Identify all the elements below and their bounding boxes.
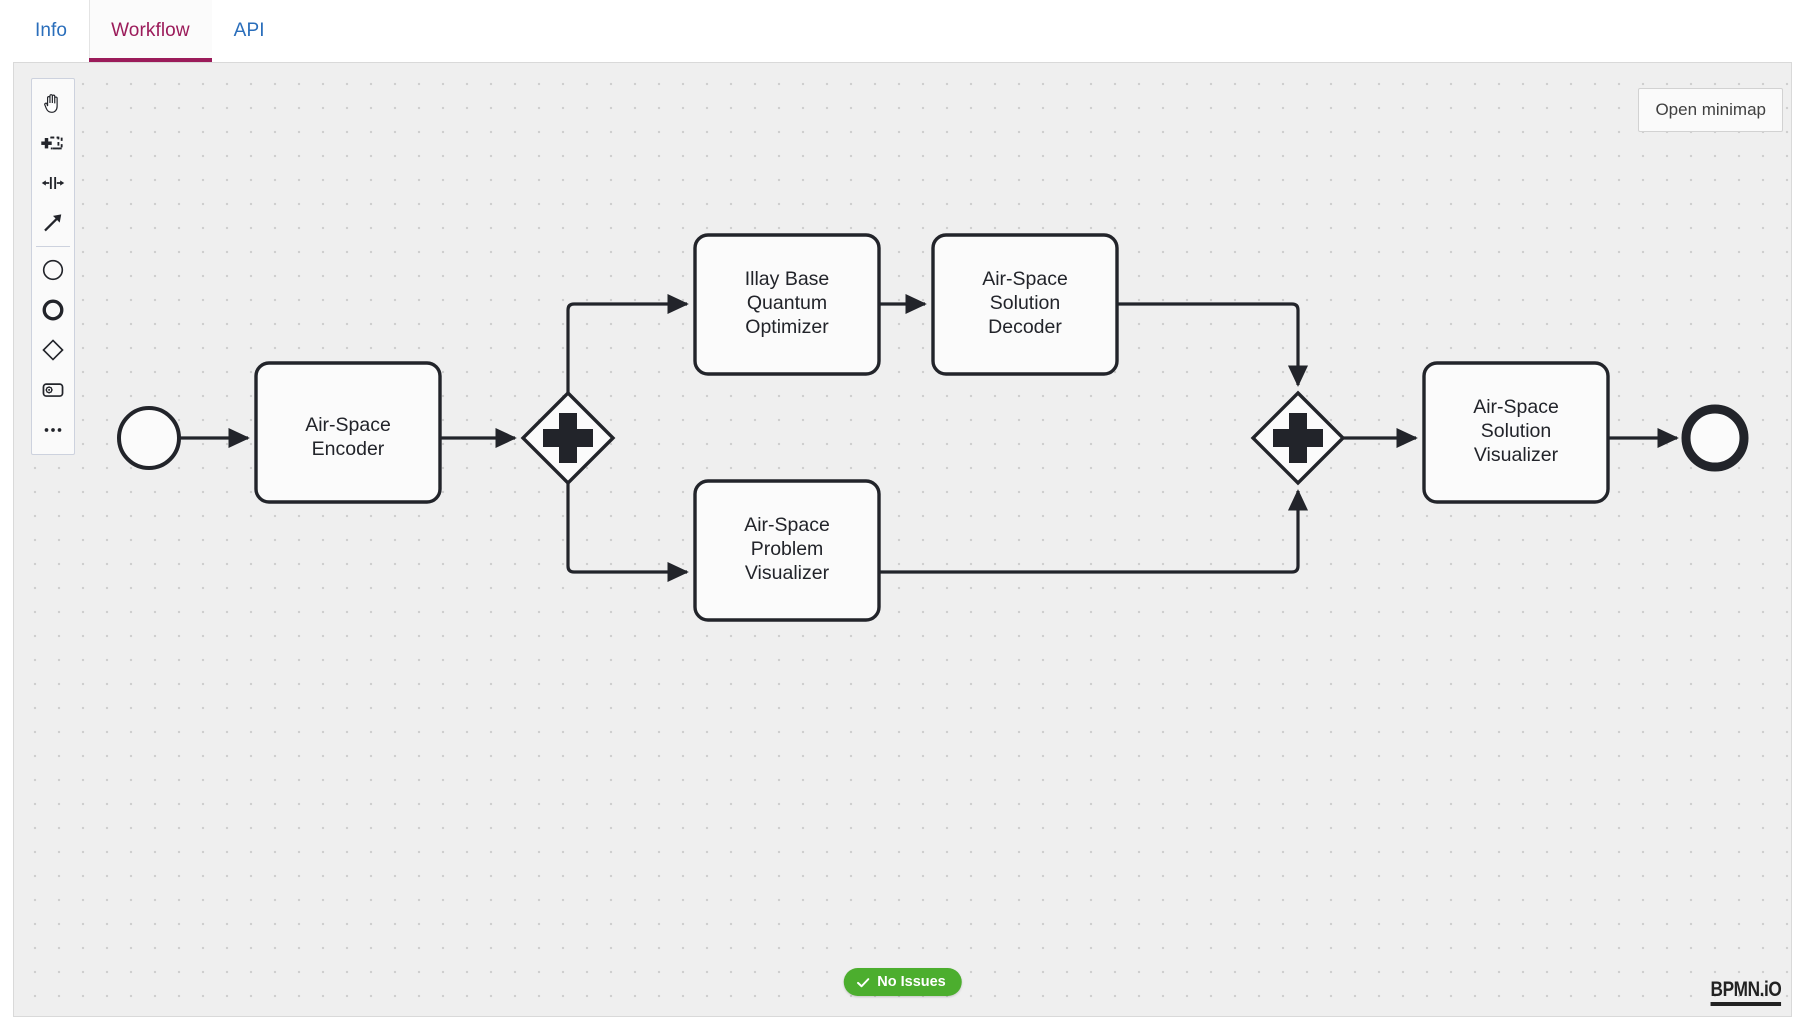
end-event-icon bbox=[42, 299, 64, 321]
task-tool-button[interactable] bbox=[32, 370, 74, 410]
end-event[interactable] bbox=[1681, 404, 1749, 472]
tool-palette bbox=[31, 78, 75, 455]
lasso-select-icon bbox=[41, 136, 63, 150]
parallel-gateway-join[interactable] bbox=[1250, 390, 1346, 486]
palette-separator bbox=[36, 246, 70, 247]
gateway-tool-button[interactable] bbox=[32, 330, 74, 370]
tab-bar: Info Workflow API bbox=[0, 0, 1805, 62]
start-event[interactable] bbox=[117, 406, 181, 470]
tab-api[interactable]: API bbox=[212, 0, 287, 62]
open-minimap-button[interactable]: Open minimap bbox=[1638, 88, 1783, 132]
hand-icon bbox=[44, 94, 58, 113]
hand-tool-button[interactable] bbox=[32, 83, 74, 123]
status-badge[interactable]: No Issues bbox=[843, 968, 962, 996]
status-badge-label: No Issues bbox=[877, 974, 946, 990]
bpmn-io-watermark[interactable]: BPMN.iO bbox=[1710, 978, 1781, 1006]
flow-decoder-to-join[interactable] bbox=[1117, 302, 1309, 387]
flow-split-to-optimizer[interactable] bbox=[566, 293, 689, 393]
lasso-tool-button[interactable] bbox=[32, 123, 74, 163]
start-event-icon bbox=[42, 259, 64, 281]
start-event-tool-button[interactable] bbox=[32, 250, 74, 290]
canvas-grid bbox=[14, 63, 1791, 1016]
parallel-gateway-split[interactable] bbox=[520, 390, 616, 486]
sequence-flows bbox=[180, 293, 1679, 583]
tab-info[interactable]: Info bbox=[13, 0, 89, 62]
more-tools-button[interactable] bbox=[32, 410, 74, 450]
tab-workflow[interactable]: Workflow bbox=[89, 0, 212, 62]
space-tool-button[interactable] bbox=[32, 163, 74, 203]
flow-split-to-problemviz[interactable] bbox=[566, 483, 689, 583]
flow-problemviz-to-join[interactable] bbox=[879, 489, 1309, 574]
gateway-diamond-icon bbox=[42, 339, 64, 361]
check-icon bbox=[856, 977, 869, 987]
task-icon bbox=[42, 383, 64, 397]
end-event-tool-button[interactable] bbox=[32, 290, 74, 330]
connect-tool-button[interactable] bbox=[32, 203, 74, 243]
space-tool-icon bbox=[41, 177, 65, 189]
ellipsis-icon bbox=[44, 428, 62, 432]
connect-arrow-icon bbox=[44, 214, 62, 232]
